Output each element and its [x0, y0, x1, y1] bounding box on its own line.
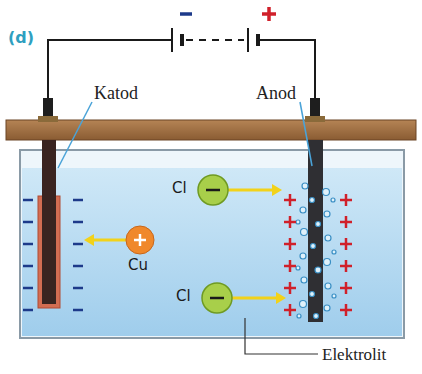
gas-bubble [324, 305, 330, 311]
arrow-head [84, 234, 94, 246]
gas-bubble [323, 189, 330, 196]
terminal-nut [38, 116, 58, 122]
plus-sign [345, 216, 348, 228]
minus-sign [73, 221, 83, 224]
tank [20, 150, 404, 338]
battery-plate [180, 34, 184, 46]
plus-sign [289, 216, 292, 228]
wooden-board [6, 120, 416, 140]
arrow-head [272, 184, 282, 196]
ion-label: Cl [172, 181, 187, 196]
motion-arrow [228, 189, 272, 192]
gas-bubble [324, 259, 331, 266]
chloride-ion [202, 283, 232, 313]
minus-sign [23, 265, 33, 268]
leader-line [58, 102, 92, 168]
terminal-nut [305, 116, 325, 122]
gas-bubble [324, 211, 330, 217]
minus-sign [23, 243, 33, 246]
electrode-label: Katod [94, 84, 138, 102]
plus-sign [345, 304, 348, 316]
panel-letter: (d) [8, 30, 34, 46]
battery-plate [247, 28, 249, 52]
plus-sign [289, 304, 292, 316]
gas-bubble [332, 294, 336, 298]
minus-sign [23, 287, 33, 290]
plus-sign [289, 282, 292, 294]
plus-sign [289, 238, 292, 250]
gas-bubble [296, 220, 300, 224]
chloride-ion [198, 175, 228, 205]
minus-sign [73, 243, 83, 246]
anode-rod [308, 140, 323, 322]
gas-bubble [314, 314, 319, 319]
battery-plate [171, 28, 173, 52]
motion-arrow [92, 239, 126, 242]
copper-ion [126, 226, 154, 254]
minus-sign [180, 12, 192, 16]
motion-arrow [232, 297, 276, 300]
gas-bubble [311, 244, 316, 249]
gas-bubble [300, 207, 306, 213]
gas-bubble [310, 198, 315, 203]
gas-bubble [310, 292, 315, 297]
minus-sign [210, 297, 224, 300]
gas-bubble [301, 229, 308, 236]
plus-sign [289, 260, 292, 272]
gas-bubble [332, 250, 336, 254]
arrow-head [276, 292, 286, 304]
battery-plate [256, 34, 260, 46]
gas-bubble [325, 235, 331, 241]
leader-line [300, 102, 312, 166]
cathode-rod [42, 140, 56, 304]
plus-sign [345, 260, 348, 272]
gas-bubble [325, 283, 331, 289]
plus-sign [345, 238, 348, 250]
battery-dash [186, 39, 244, 41]
plus-sign [267, 7, 271, 21]
ion-label: Cl [176, 289, 191, 304]
minus-sign [23, 199, 33, 202]
gas-bubble [301, 277, 307, 283]
electrolyte [22, 168, 402, 336]
minus-sign [206, 189, 220, 192]
plus-sign [345, 194, 348, 206]
plus-sign [139, 234, 142, 246]
gas-bubble [300, 253, 306, 259]
gas-bubble [331, 198, 335, 202]
minus-sign [23, 221, 33, 224]
gas-bubble [297, 314, 301, 318]
gas-bubble [316, 222, 321, 227]
part-label: Elektrolit [322, 346, 386, 363]
gas-bubble [315, 267, 321, 273]
gas-bubble [302, 183, 308, 189]
minus-sign [23, 309, 33, 312]
plus-sign [345, 282, 348, 294]
gas-bubble [296, 266, 300, 270]
electrode-label: Anod [256, 84, 296, 102]
minus-sign [73, 287, 83, 290]
minus-sign [73, 309, 83, 312]
plus-sign [289, 194, 292, 206]
gas-bubble [300, 301, 307, 308]
minus-sign [73, 199, 83, 202]
ion-label: Cu [128, 258, 148, 273]
minus-sign [73, 265, 83, 268]
leader-line [245, 318, 318, 354]
